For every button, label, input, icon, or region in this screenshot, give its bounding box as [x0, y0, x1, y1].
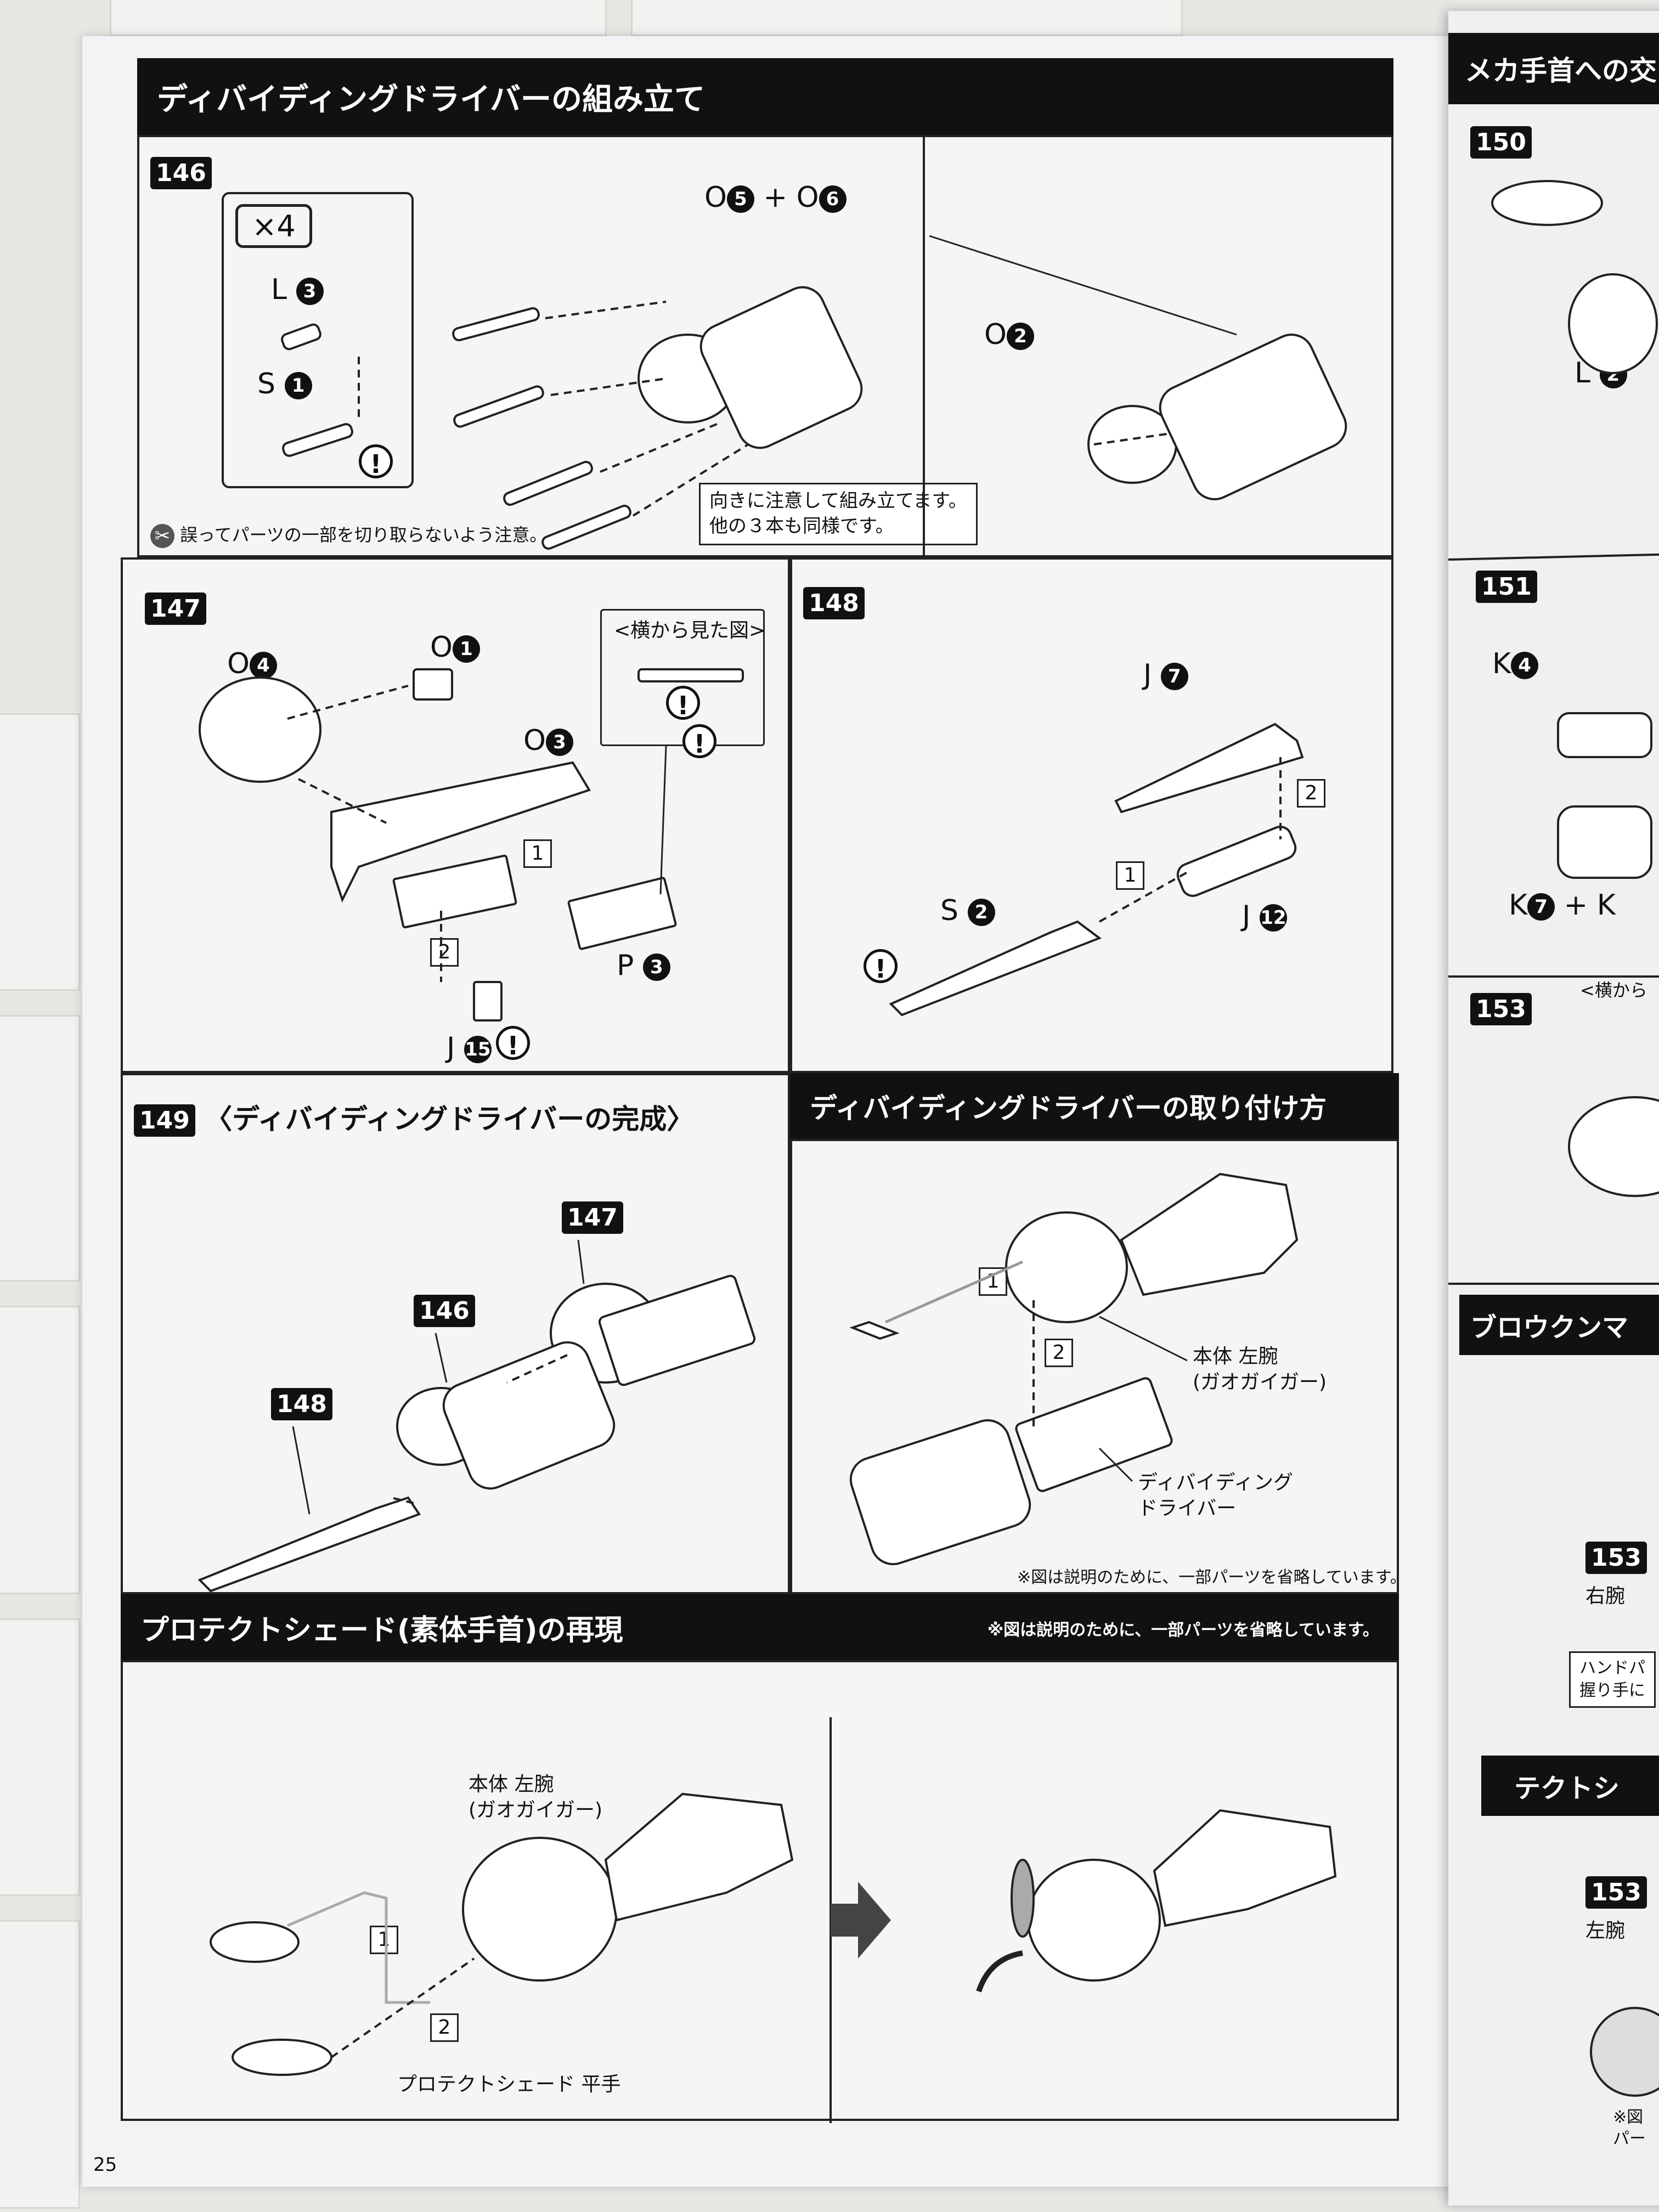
- step-149-heading: 149 〈ディバイディングドライバーの完成〉: [134, 1097, 694, 1137]
- part-label-l3: L 3: [271, 273, 324, 306]
- step-number: 151: [1476, 571, 1537, 603]
- wall-brick: [110, 0, 607, 36]
- section-header-attach: ディバイディングドライバーの取り付け方: [790, 1073, 1399, 1139]
- right-arm-label: 右腕: [1585, 1585, 1626, 1607]
- wall-brick: [0, 713, 80, 991]
- section-header-assembly: ディバイディングドライバーの組み立て: [137, 58, 1393, 135]
- multiplier-badge: ×4: [235, 204, 312, 248]
- caution-icon: !: [496, 1026, 530, 1060]
- order-2: 2: [1045, 1339, 1073, 1367]
- legend: ✂ 誤ってパーツの一部を切り取らないよう注意。: [150, 521, 547, 548]
- order-2: 2: [430, 938, 459, 967]
- hand-part-note: ハンドパ 握り手に: [1569, 1651, 1656, 1708]
- wall-brick: [0, 1015, 80, 1282]
- order-1: 1: [1116, 861, 1144, 890]
- caution-icon: !: [864, 949, 898, 984]
- order-1: 1: [523, 839, 552, 868]
- ref-step-147: 147: [562, 1201, 623, 1234]
- omission-note: ※図 パー: [1613, 2108, 1646, 2148]
- step-147-drawing: [199, 668, 744, 1022]
- step-149-panel: 149 〈ディバイディングドライバーの完成〉 147 146 148: [121, 1073, 790, 1594]
- driver-label: ディバイディング ドライバー: [1138, 1471, 1293, 1520]
- part-label-s1: S 1: [257, 368, 312, 400]
- section-header-mecha-wrist: メカ手首への交: [1448, 33, 1659, 104]
- section-header-protect: プロテクトシェード(素体手首)の再現: [121, 1594, 1399, 1660]
- step-number: 148: [803, 587, 865, 619]
- protect-panel: 本体 左腕 (ガオガイガー) 1 2 プロテクトシェード 平手: [121, 1660, 1399, 2123]
- section-header-protect-right: テクトシ: [1481, 1756, 1659, 1816]
- caution-icon: !: [359, 444, 393, 479]
- part-label-j15: J 15: [447, 1031, 492, 1064]
- side-view-label: <横から見た図>: [614, 619, 766, 642]
- order-2: 2: [1297, 779, 1325, 808]
- part-label-p3: P 3: [617, 949, 670, 982]
- side-view-label: <横から: [1580, 980, 1647, 1001]
- protect-note: ※図は説明のために、一部パーツを省略しています。: [988, 1621, 1379, 1640]
- caution-icon: !: [666, 686, 700, 720]
- wall-brick: [0, 1618, 80, 1896]
- page-number: 25: [93, 2154, 117, 2176]
- section-header-broken: ブロウクンマ: [1459, 1295, 1659, 1355]
- omission-note: ※図は説明のために、一部パーツを省略しています。: [1017, 1568, 1407, 1587]
- left-arm-label: 本体 左腕 (ガオガイガー): [469, 1773, 603, 1821]
- wall-brick: [0, 1306, 80, 1594]
- part-label-s2: S 2: [940, 894, 995, 927]
- step-number: 146: [150, 157, 212, 189]
- multiplier-text: ×4: [252, 209, 296, 244]
- step-number: 153: [1585, 1876, 1647, 1909]
- hand-label: プロテクトシェード 平手: [397, 2073, 621, 2096]
- wall-brick: [631, 0, 1183, 36]
- step-number: 153: [1585, 1542, 1647, 1574]
- step-149-drawing: [198, 1239, 756, 1593]
- orientation-callout: 向きに注意して組み立てます。 他の３本も同様です。: [699, 483, 978, 545]
- protect-drawing: [210, 1717, 1337, 2123]
- caution-icon: !: [682, 724, 716, 759]
- left-arm-label: 本体 左腕 (ガオガイガー): [1193, 1345, 1327, 1393]
- parts-box: [222, 192, 414, 488]
- part-label-j7: J 7: [1143, 658, 1188, 691]
- order-2: 2: [430, 2013, 459, 2042]
- step-number: 150: [1470, 126, 1532, 159]
- cut-warning-icon: ✂: [150, 524, 174, 548]
- step-number: 147: [145, 592, 206, 625]
- ref-step-146: 146: [414, 1295, 475, 1327]
- step-148-panel: 148 J 7 S 2 J 12 1 2 !: [790, 557, 1393, 1073]
- adjacent-page-drawing: [1448, 180, 1659, 2097]
- ref-step-148: 148: [271, 1388, 332, 1420]
- step-number: 153: [1470, 993, 1532, 1025]
- section-title: ディバイディングドライバーの組み立て: [157, 81, 706, 117]
- left-arm-label: 左腕: [1585, 1920, 1626, 1942]
- attach-drawing: [849, 1172, 1299, 1566]
- part-label-j12: J 12: [1242, 900, 1287, 933]
- step-146-drawing: [281, 137, 1347, 560]
- step-148-drawing: [889, 723, 1304, 1017]
- attach-panel: 1 2 本体 左腕 (ガオガイガー) ディバイディング ドライバー ※図は説明の…: [790, 1139, 1407, 1594]
- wall-brick: [0, 1920, 80, 2209]
